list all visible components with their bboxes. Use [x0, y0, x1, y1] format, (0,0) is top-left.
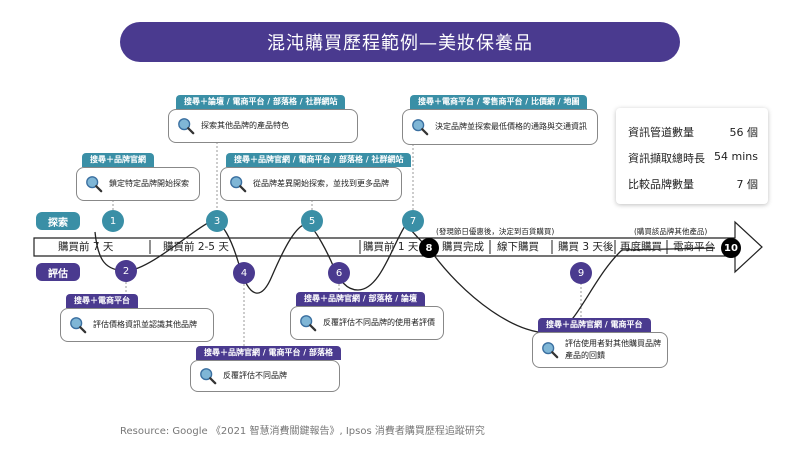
step-2-channel-tag: 搜尋＋電商平台 [66, 294, 138, 308]
step-5-text: 從品牌差異開始探索，並找到更多品牌 [253, 179, 389, 188]
step-6-channel-tag: 搜尋＋品牌官網 / 部落格 / 論壇 [296, 292, 425, 306]
timeline-arrow [33, 220, 763, 274]
step-2-card: 評估價格資訊並認識其他品牌 [60, 308, 214, 342]
step-1-channel-tag: 搜尋＋品牌官網 [82, 153, 154, 167]
stage-label: 線下購買 [497, 241, 539, 253]
step-4-channel-tag: 搜尋＋品牌官網 / 電商平台 / 部落格 [196, 346, 341, 360]
step-marker-7: 7 [402, 210, 424, 232]
stat-row-duration: 資訊擷取總時長 54 mins [628, 150, 758, 166]
step-4-text: 反覆評估不同品牌 [223, 371, 287, 380]
magnifier-icon [178, 118, 195, 135]
magnifier-icon [70, 317, 87, 334]
step-5-channel-tag: 搜尋＋品牌官網 / 電商平台 / 部落格 / 社群網站 [226, 153, 412, 167]
step-4-card: 反覆評估不同品牌 [190, 360, 340, 392]
step-3-channel-tag: 搜尋＋論壇 / 電商平台 / 部落格 / 社群網站 [176, 95, 346, 109]
magnifier-icon [200, 368, 217, 385]
stats-panel: 資訊管道數量 56 個 資訊擷取總時長 54 mins 比較品牌數量 7 個 [616, 108, 768, 204]
magnifier-icon [86, 176, 103, 193]
stat-row-channels: 資訊管道數量 56 個 [628, 124, 758, 140]
stat-label: 資訊擷取總時長 [628, 152, 705, 165]
step-6-card: 反覆評估不同品牌的使用者評價 [290, 306, 444, 340]
step-3-card: 探索其他品牌的產品特色 [168, 109, 358, 143]
step-marker-2: 2 [115, 260, 137, 282]
step-marker-10: 10 [721, 238, 741, 258]
stat-value: 54 mins [714, 150, 758, 163]
stage-label: 購買前 2-5 天 [163, 241, 229, 253]
stage-label: 再度購買 [620, 241, 662, 253]
step-7-text: 決定品牌並探索最低價格的通路與交通資訊 [435, 122, 587, 131]
step-7-channel-tag: 搜尋＋電商平台 / 零售商平台 / 比價網 / 地圖 [410, 95, 588, 109]
step-marker-3: 3 [206, 210, 228, 232]
stat-row-brands: 比較品牌數量 7 個 [628, 176, 758, 192]
step-8-note: (發現節日優惠後，決定到百貨購買) [436, 227, 555, 236]
step-1-text: 鎖定特定品牌開始探索 [109, 179, 189, 188]
step-3-text: 探索其他品牌的產品特色 [201, 121, 289, 130]
source-citation: Resource: Google 《2021 智慧消費關鍵報告》, Ipsos … [120, 426, 485, 437]
step-10-note: (購買該品牌其他產品) [634, 227, 708, 236]
step-6-text: 反覆評估不同品牌的使用者評價 [323, 318, 435, 327]
step-marker-5: 5 [301, 210, 323, 232]
step-9-text-line-1: 評估使用者對其他購買品牌 [565, 339, 661, 348]
step-5-card: 從品牌差異開始探索，並找到更多品牌 [220, 167, 402, 201]
step-9-text: 評估使用者對其他購買品牌 產品的回饋 [565, 338, 661, 362]
stat-label: 比較品牌數量 [628, 178, 694, 191]
stage-label: 電商平台 [673, 241, 715, 253]
magnifier-icon [542, 342, 559, 359]
stage-label: 購買前 7 天 [58, 241, 114, 253]
step-7-card: 決定品牌並探索最低價格的通路與交通資訊 [402, 109, 598, 145]
magnifier-icon [300, 315, 317, 332]
stage-label: 購買前 1 天 [363, 241, 419, 253]
step-marker-8: 8 [419, 238, 439, 258]
step-marker-4: 4 [233, 262, 255, 284]
magnifier-icon [230, 176, 247, 193]
page-title: 混沌購買歷程範例—美妝保養品 [120, 22, 680, 62]
stat-value: 7 個 [736, 178, 759, 191]
step-1-card: 鎖定特定品牌開始探索 [76, 167, 200, 201]
step-marker-9: 9 [570, 262, 592, 284]
step-9-channel-tag: 搜尋＋品牌官網 / 電商平台 [538, 318, 651, 332]
step-marker-1: 1 [102, 210, 124, 232]
step-2-text: 評估價格資訊並認識其他品牌 [93, 320, 197, 329]
stat-label: 資訊管道數量 [628, 126, 694, 139]
step-9-text-line-2: 產品的回饋 [565, 351, 605, 360]
stage-dividers [149, 240, 668, 254]
stat-value: 56 個 [729, 126, 759, 139]
search-phase-label: 探索 [36, 212, 80, 230]
evaluate-phase-label: 評估 [36, 263, 80, 281]
step-marker-6: 6 [328, 262, 350, 284]
step-9-card: 評估使用者對其他購買品牌 產品的回饋 [532, 332, 668, 368]
stage-label: 購買 3 天後 [558, 241, 614, 253]
magnifier-icon [412, 119, 429, 136]
stage-label: 購買完成 [442, 241, 484, 253]
